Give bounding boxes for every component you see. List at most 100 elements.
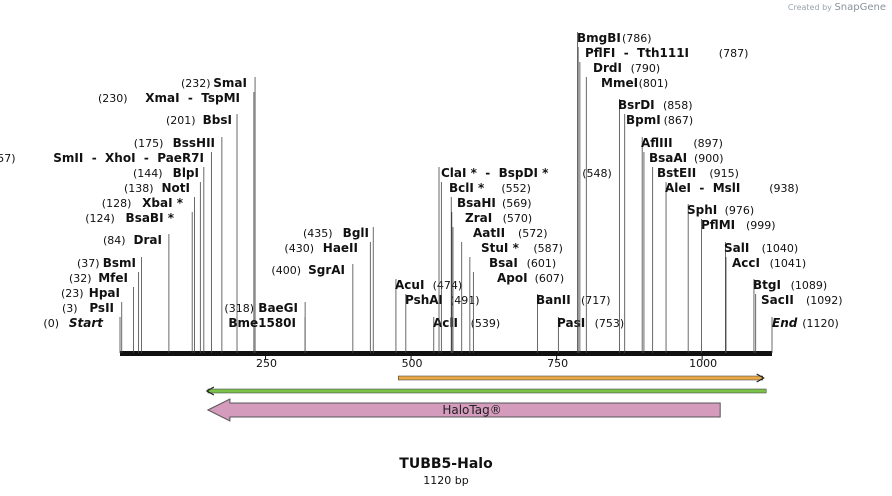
restriction-site: BstEII (915) <box>652 166 739 353</box>
site-position: (0) <box>43 317 59 330</box>
site-name: BlpI <box>173 166 199 180</box>
sequence-backbone <box>120 351 772 356</box>
site-position: (938) <box>769 182 799 195</box>
site-name: MfeI <box>98 271 128 285</box>
restriction-site: DraI (84) <box>103 233 170 353</box>
site-position: (548) <box>582 167 612 180</box>
site-name: BtgI <box>753 278 781 292</box>
direction-arrow-track <box>398 373 765 383</box>
site-position: (1040) <box>762 242 799 255</box>
feature-arrow <box>206 398 721 422</box>
restriction-site: BsaI (601) <box>469 256 557 353</box>
restriction-site: BglI(435) <box>303 226 374 353</box>
restriction-site: ClaI * - BspDI *(548) <box>438 166 612 353</box>
site-position: (128) <box>102 197 132 210</box>
restriction-site: SmaI(232) <box>181 76 256 353</box>
site-name: Bme1580I <box>228 316 296 330</box>
ruler-tick-label: 250 <box>256 357 277 370</box>
site-position: (201) <box>166 114 196 127</box>
restriction-site: XmaI - TspMI (230) <box>98 91 255 353</box>
site-position: (491) <box>450 294 480 307</box>
restriction-site: AflIII(897) <box>641 136 723 353</box>
restriction-site: StuI * (587) <box>461 241 563 353</box>
restriction-site: ApoI(607) <box>472 271 564 353</box>
restriction-site: BsaHI(569) <box>450 196 532 353</box>
restriction-site: AcuI(474) <box>395 278 462 353</box>
site-position: (32) <box>69 272 92 285</box>
site-position: (915) <box>709 167 739 180</box>
site-name: XmaI - TspMI <box>145 91 240 105</box>
site-name: AflIII <box>641 136 673 150</box>
restriction-site: HpaI(23) <box>61 286 134 353</box>
site-position: (3) <box>62 302 78 315</box>
site-name: NotI <box>162 181 191 195</box>
site-name: StuI * <box>481 241 520 255</box>
site-name: BsaI <box>489 256 518 270</box>
site-position: (230) <box>98 92 128 105</box>
site-position: (787) <box>719 47 749 60</box>
site-position: (587) <box>533 242 563 255</box>
site-name: SalI <box>724 241 749 255</box>
restriction-site: Start (0) <box>43 316 121 353</box>
site-position: (84) <box>103 234 126 247</box>
restriction-site: MfeI (32) <box>69 271 140 353</box>
site-name: BbsI <box>203 113 232 127</box>
restriction-site: SalI (1040) <box>724 241 798 353</box>
site-position: (786) <box>622 32 652 45</box>
restriction-site: BsaBI *(124) <box>85 211 193 353</box>
site-position: (790) <box>631 62 661 75</box>
site-name: ZraI <box>465 211 492 225</box>
track-arrowhead <box>205 386 215 396</box>
plasmid-length: 1120 bp <box>423 474 469 487</box>
restriction-site: AclI(539) <box>433 316 500 353</box>
track-bar <box>398 375 763 381</box>
site-name: AleI - MslI <box>665 181 740 195</box>
site-name: BsaAI <box>649 151 687 165</box>
site-position: (1041) <box>770 257 807 270</box>
restriction-site: AleI - MslI (938) <box>665 181 799 353</box>
site-name: BsaBI * <box>126 211 175 225</box>
site-name: SmII - XhoI - PaeR7I <box>53 151 204 165</box>
restriction-site: PasI (753) <box>557 316 624 353</box>
site-position: (157) <box>0 152 16 165</box>
snapgene-credit: Created by SnapGene <box>788 2 886 13</box>
site-name: MmeI <box>601 76 638 90</box>
restriction-site: PflMI(999) <box>701 218 776 353</box>
site-position: (430) <box>284 242 314 255</box>
site-name: SmaI <box>213 76 247 90</box>
restriction-site: BsaAI (900) <box>643 151 724 353</box>
site-position: (539) <box>471 317 501 330</box>
restriction-site: Bme1580I <box>228 316 306 353</box>
restriction-site: PshAI (491) <box>405 293 480 353</box>
site-name: BclI * <box>449 181 485 195</box>
site-position: (232) <box>181 77 211 90</box>
restriction-site: DrdI(790) <box>579 61 661 353</box>
site-name: BmgBI <box>577 31 621 45</box>
site-position: (138) <box>124 182 154 195</box>
site-name: PasI <box>557 316 585 330</box>
restriction-site: BlpI(144) <box>133 166 205 353</box>
restriction-site: SphI(976) <box>687 203 754 353</box>
site-name: BsaHI <box>457 196 496 210</box>
site-name: DraI <box>134 233 162 247</box>
site-name: Start <box>69 316 104 330</box>
site-name: AatII <box>473 226 505 240</box>
ruler-tick-label: 1000 <box>689 357 717 370</box>
restriction-site: BbsI (201) <box>166 113 238 353</box>
site-name: BstEII <box>657 166 696 180</box>
site-position: (900) <box>694 152 724 165</box>
site-position: (601) <box>527 257 557 270</box>
site-name: PshAI <box>405 293 443 307</box>
site-position: (1089) <box>791 279 828 292</box>
track-arrowhead <box>756 373 765 383</box>
site-name: BpmI <box>626 113 661 127</box>
site-position: (753) <box>595 317 625 330</box>
restriction-site: MmeI(801) <box>585 76 668 353</box>
site-position: (318) <box>224 302 254 315</box>
site-name: BglI <box>343 226 369 240</box>
site-name: BsmI <box>103 256 136 270</box>
restriction-site: BpmI(867) <box>624 113 693 353</box>
restriction-site: BsrDI(858) <box>618 98 693 353</box>
site-position: (976) <box>725 204 755 217</box>
restriction-site: PsII(3) <box>62 301 123 353</box>
